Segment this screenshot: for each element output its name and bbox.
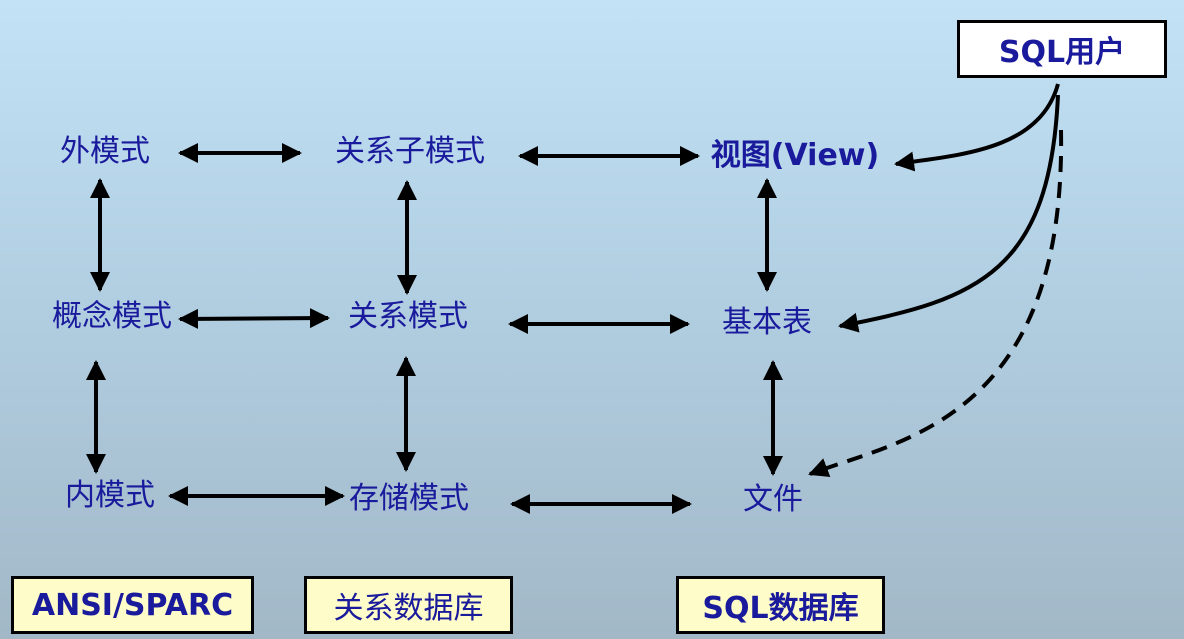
curve-user-to-basetable bbox=[838, 94, 1060, 333]
node-view: 视图(View) bbox=[710, 138, 880, 173]
node-file: 文件 bbox=[743, 482, 803, 517]
node-conceptual-schema: 概念模式 bbox=[52, 299, 172, 334]
curve-user-to-view bbox=[894, 83, 1060, 172]
sql-user-box: SQL用户 bbox=[957, 20, 1167, 78]
node-storage-schema: 存储模式 bbox=[349, 481, 469, 516]
curve-user-to-file-dashed bbox=[808, 129, 1064, 478]
node-internal-schema: 内模式 bbox=[65, 478, 155, 513]
label-relational-db: 关系数据库 bbox=[304, 576, 513, 634]
label-sql-db: SQL数据库 bbox=[676, 576, 885, 634]
arrow-conceptual-relational bbox=[178, 308, 330, 329]
label-ansi-sparc: ANSI/SPARC bbox=[11, 576, 254, 634]
node-relational-schema: 关系模式 bbox=[348, 299, 468, 334]
node-external-schema: 外模式 bbox=[60, 134, 150, 169]
node-relational-subschema: 关系子模式 bbox=[335, 134, 485, 169]
node-base-table: 基本表 bbox=[722, 305, 812, 340]
